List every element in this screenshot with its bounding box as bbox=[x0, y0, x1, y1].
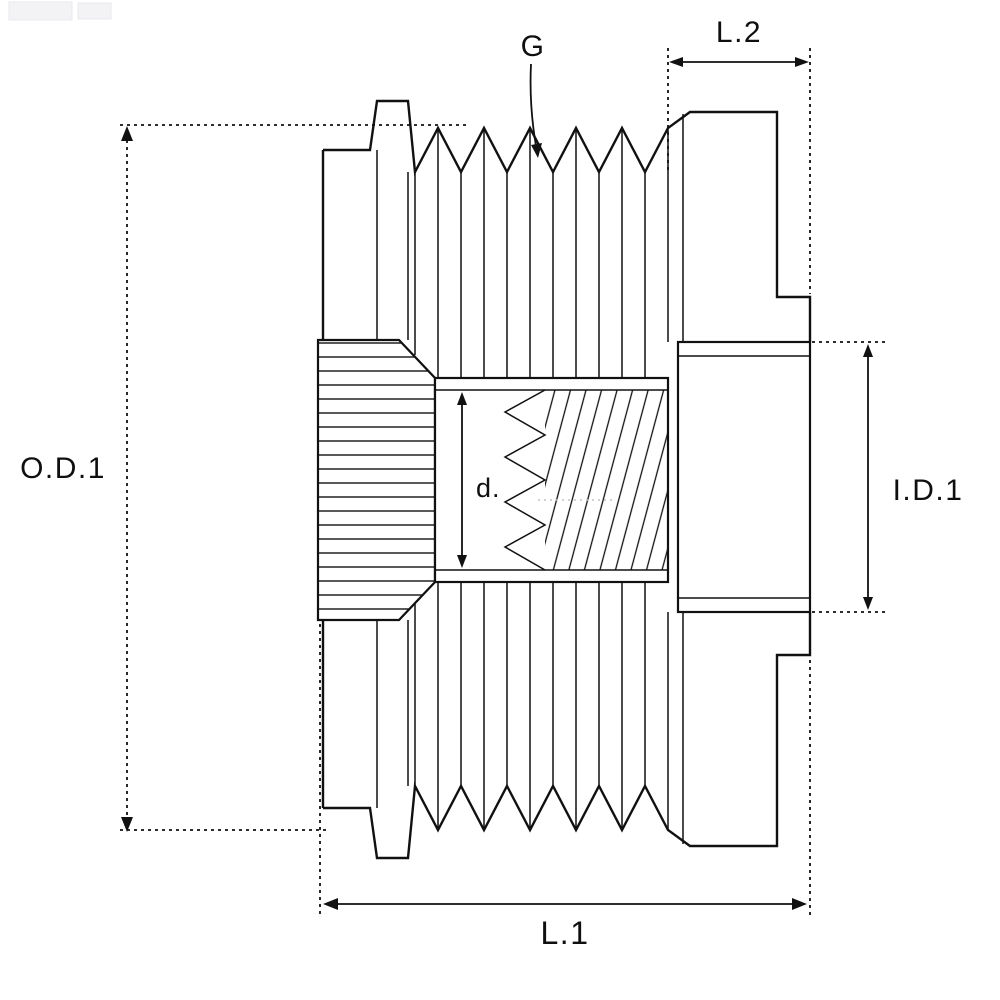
left-hatch-block bbox=[316, 338, 437, 622]
profile-top bbox=[323, 99, 812, 342]
groove-label-g: G bbox=[521, 30, 546, 63]
od1-arrow-down bbox=[121, 817, 133, 832]
dim-label-od1: O.D.1 bbox=[20, 452, 106, 485]
groove-projection-lines bbox=[376, 114, 684, 844]
l1-arrow-right bbox=[792, 898, 807, 910]
id1-arrow-down bbox=[863, 597, 873, 610]
bore-section bbox=[433, 376, 670, 584]
dimension-l2: L.2 bbox=[667, 16, 811, 294]
profile-bottom bbox=[323, 612, 812, 860]
l2-arrow-right bbox=[795, 57, 809, 67]
watermark-chip bbox=[77, 2, 112, 20]
groove-callout: G bbox=[521, 30, 546, 158]
hub-cap bbox=[676, 340, 812, 614]
watermark-chip bbox=[8, 1, 73, 21]
d-arrow-down bbox=[457, 555, 467, 568]
id1-arrow-up bbox=[863, 344, 873, 357]
l1-arrow-left bbox=[323, 898, 338, 910]
dimension-d: d. bbox=[457, 392, 501, 568]
watermark-remnant bbox=[8, 1, 112, 21]
l2-arrow-left bbox=[669, 57, 683, 67]
hub-cap-block bbox=[676, 340, 812, 614]
dim-label-id1: I.D.1 bbox=[893, 474, 964, 507]
dimension-od1: O.D.1 bbox=[20, 124, 470, 832]
d-arrow-up bbox=[457, 392, 467, 405]
g-arrowhead bbox=[531, 143, 542, 158]
od1-arrow-up bbox=[121, 126, 133, 141]
thread-hatch bbox=[545, 390, 668, 570]
dimension-id1: I.D.1 bbox=[812, 341, 964, 613]
pulley-outline bbox=[321, 99, 812, 860]
dim-label-l2: L.2 bbox=[716, 16, 762, 49]
sleeve-section bbox=[316, 338, 437, 622]
thread-zigzag bbox=[503, 389, 547, 571]
dim-label-l1: L.1 bbox=[541, 915, 590, 951]
dimension-l1: L.1 bbox=[319, 624, 811, 951]
dim-label-d: d. bbox=[476, 473, 501, 503]
